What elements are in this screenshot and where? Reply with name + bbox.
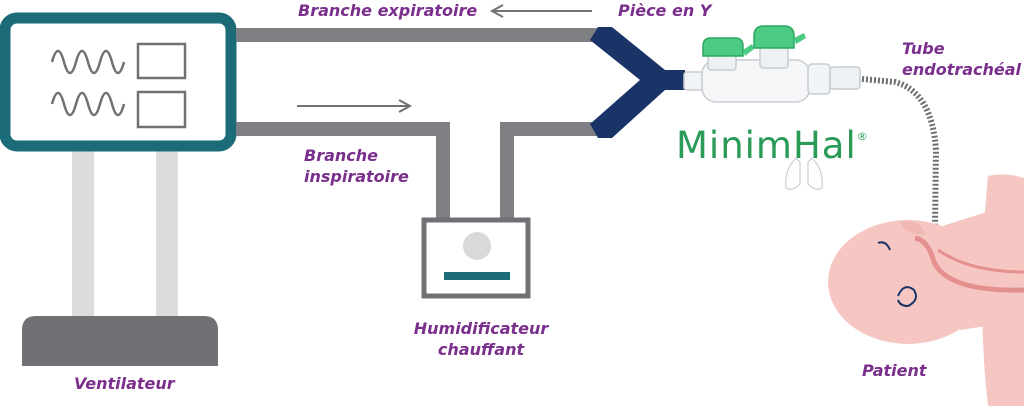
connector-tip bbox=[807, 63, 831, 95]
waveform-bottom-icon bbox=[50, 91, 126, 117]
label-humidificateur-chauffant: Humidificateur chauffant bbox=[406, 318, 556, 360]
cap-right-icon bbox=[753, 25, 795, 49]
label-humidificateur-line1: Humidificateur bbox=[413, 319, 549, 338]
humidifier-indicator-bar bbox=[444, 272, 510, 280]
brand-name: MinimHal bbox=[676, 124, 857, 167]
patient-figure bbox=[828, 174, 1024, 406]
waveform-top-icon bbox=[50, 49, 126, 75]
connector-nozzle bbox=[829, 66, 861, 90]
cap-right-tab bbox=[794, 33, 806, 44]
cap-left-icon bbox=[702, 37, 744, 57]
label-patient: Patient bbox=[862, 361, 927, 380]
expiratory-limb-tube bbox=[236, 28, 598, 42]
ventilator-leg-right bbox=[156, 150, 178, 322]
humidifier bbox=[421, 217, 531, 299]
humidifier-return-tube bbox=[500, 122, 598, 222]
expiratory-flow-arrow bbox=[489, 4, 592, 18]
ventilator-monitor bbox=[0, 12, 237, 152]
minimhal-brand-logo: MinimHal® bbox=[676, 124, 869, 167]
label-piece-en-y: Pièce en Y bbox=[618, 1, 712, 20]
inspiratory-limb-tube bbox=[236, 122, 450, 222]
label-tube-endotracheal: Tube endotrachéal bbox=[902, 38, 1021, 80]
ventilator-leg-left bbox=[72, 150, 94, 322]
brand-registered-mark: ® bbox=[856, 130, 869, 143]
inspiratory-flow-arrow bbox=[297, 99, 413, 113]
label-ventilateur: Ventilateur bbox=[74, 374, 175, 393]
humidifier-dial bbox=[463, 232, 491, 260]
cap-left-tab bbox=[743, 44, 754, 56]
label-tube-line1: Tube bbox=[902, 39, 945, 58]
minimhal-connector bbox=[683, 25, 861, 103]
label-branche-inspiratoire-line1: Branche bbox=[304, 146, 378, 165]
y-piece bbox=[590, 27, 685, 138]
label-tube-line2: endotrachéal bbox=[902, 60, 1022, 79]
ventilator bbox=[0, 12, 237, 366]
monitor-display-box-bottom bbox=[136, 90, 187, 129]
lungs-logo-icon bbox=[785, 157, 823, 190]
patient-nose bbox=[900, 221, 926, 235]
label-branche-inspiratoire: Branche inspiratoire bbox=[304, 145, 409, 187]
connector-stem bbox=[683, 71, 705, 91]
patient-head bbox=[828, 220, 988, 344]
label-branche-expiratoire: Branche expiratoire bbox=[298, 1, 478, 20]
ventilator-base bbox=[22, 316, 218, 366]
patient-trachea bbox=[937, 248, 1024, 274]
patient-ear-icon bbox=[897, 286, 917, 308]
monitor-display-box-top bbox=[136, 42, 187, 80]
endotracheal-tube bbox=[861, 76, 940, 229]
label-branche-inspiratoire-line2: inspiratoire bbox=[304, 167, 409, 186]
patient-eye-icon bbox=[877, 241, 891, 251]
patient-airway bbox=[914, 235, 1024, 293]
label-humidificateur-line2: chauffant bbox=[437, 340, 525, 359]
